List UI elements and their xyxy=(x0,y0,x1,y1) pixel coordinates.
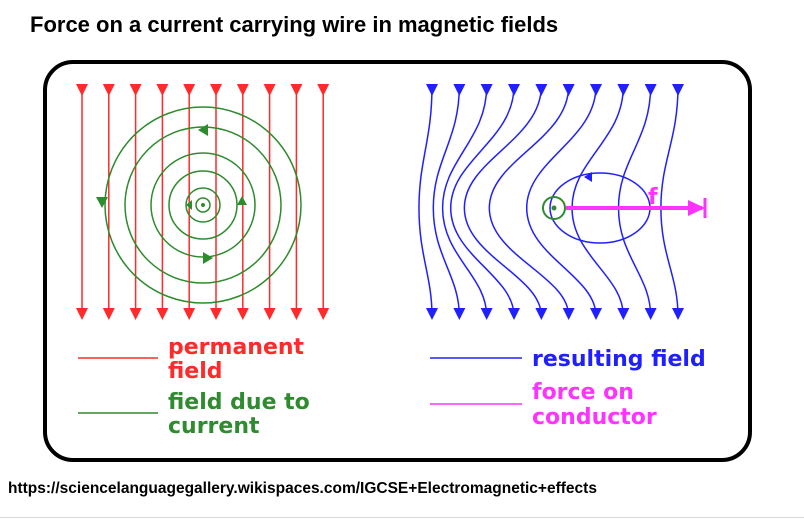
force-label: f xyxy=(648,185,658,210)
legend-force-line2: conductor xyxy=(532,405,657,430)
legend-force-line1: force on xyxy=(532,380,634,405)
resulting-field-line xyxy=(571,85,625,317)
wire-cross-section-left xyxy=(195,197,211,213)
resulting-field-arrowhead xyxy=(562,84,575,96)
permanent-field-arrowhead xyxy=(102,84,115,96)
permanent-field-arrowhead xyxy=(183,308,196,320)
current-field-arrowhead xyxy=(203,252,213,264)
current-field-arrowhead xyxy=(198,124,208,136)
resulting-field-arrowhead xyxy=(453,308,466,320)
resulting-field-arrowhead xyxy=(590,308,602,320)
bottom-divider xyxy=(0,517,804,518)
legend-current-field: field due to current xyxy=(78,390,310,439)
resulting-field-arrowhead xyxy=(617,84,630,96)
resulting-field-line xyxy=(463,85,543,317)
resulting-field-line xyxy=(418,85,433,317)
permanent-field-arrowhead xyxy=(210,84,222,96)
resulting-field-arrowhead xyxy=(590,84,602,96)
resulting-field-arrowhead xyxy=(508,308,520,320)
resulting-field-arrowhead xyxy=(480,84,493,96)
permanent-field-arrowhead xyxy=(156,308,169,320)
permanent-field-arrowhead xyxy=(263,308,276,320)
resulting-field-arrowhead xyxy=(480,308,493,320)
resulting-field-line xyxy=(660,85,679,317)
resulting-field-arrowhead xyxy=(426,84,438,96)
permanent-field-arrowhead xyxy=(263,84,276,96)
page-title: Force on a current carrying wire in magn… xyxy=(30,12,559,37)
resulting-field-line xyxy=(449,85,515,317)
legend-resulting-field: resulting field xyxy=(430,347,706,372)
legend-current-field-line2: current xyxy=(168,414,260,439)
permanent-field-arrowhead xyxy=(129,308,142,320)
permanent-field-arrowhead xyxy=(183,84,196,96)
permanent-field-arrowhead xyxy=(102,308,115,320)
diagram-frame xyxy=(43,60,752,462)
permanent-field-arrowhead xyxy=(317,84,330,96)
resulting-field-arrowhead xyxy=(672,308,684,320)
current-field-circle xyxy=(104,106,302,304)
permanent-field-arrowhead xyxy=(76,308,88,320)
legend-current-field-line1: field due to xyxy=(168,390,310,415)
permanent-field-arrowhead xyxy=(236,308,249,320)
permanent-field-arrowhead xyxy=(317,308,330,320)
resulting-field-line xyxy=(617,85,652,317)
resulting-field-line xyxy=(488,85,570,317)
resulting-field-arrowhead xyxy=(617,308,630,320)
resulting-field-lines xyxy=(418,84,684,320)
legend-resulting-field-line1: resulting field xyxy=(532,347,706,372)
resulting-field-arrowhead xyxy=(644,84,657,96)
permanent-field-arrowhead xyxy=(290,308,303,320)
resulting-field-arrowhead xyxy=(535,308,548,320)
permanent-field-arrowhead xyxy=(236,84,249,96)
legend-permanent-field-line2: field xyxy=(168,359,223,384)
resulting-field-arrowhead xyxy=(508,84,520,96)
resulting-field-line xyxy=(432,85,461,317)
resulting-field-arrowhead xyxy=(426,308,438,320)
legend-permanent-field: permanent field xyxy=(78,335,305,384)
current-field-arrowhead xyxy=(237,196,247,205)
current-field-arrowhead xyxy=(186,200,192,210)
legend-permanent-field-line1: permanent xyxy=(168,335,305,360)
permanent-field-arrowhead xyxy=(290,84,303,96)
resulting-field-arrowhead xyxy=(535,84,548,96)
permanent-field-arrowhead xyxy=(76,84,88,96)
permanent-field-arrowhead xyxy=(210,308,222,320)
permanent-field-lines xyxy=(76,84,330,320)
resulting-field-arrowhead xyxy=(562,308,575,320)
permanent-field-arrowhead xyxy=(156,84,169,96)
resulting-field-line xyxy=(441,85,488,317)
current-field-arrowhead xyxy=(96,197,108,208)
legend-force-on-conductor: force on conductor xyxy=(430,380,657,430)
force-arrow xyxy=(566,198,707,218)
resulting-field-arrowhead xyxy=(453,84,466,96)
source-url: https://sciencelanguagegallery.wikispace… xyxy=(8,480,597,497)
wire-cross-section-right xyxy=(542,172,651,244)
permanent-field-arrowhead xyxy=(129,84,142,96)
resulting-field-arrowhead xyxy=(644,308,657,320)
current-field-arrowheads xyxy=(96,124,247,264)
resulting-field-arrowhead xyxy=(672,84,684,96)
resulting-field-line xyxy=(525,85,597,317)
